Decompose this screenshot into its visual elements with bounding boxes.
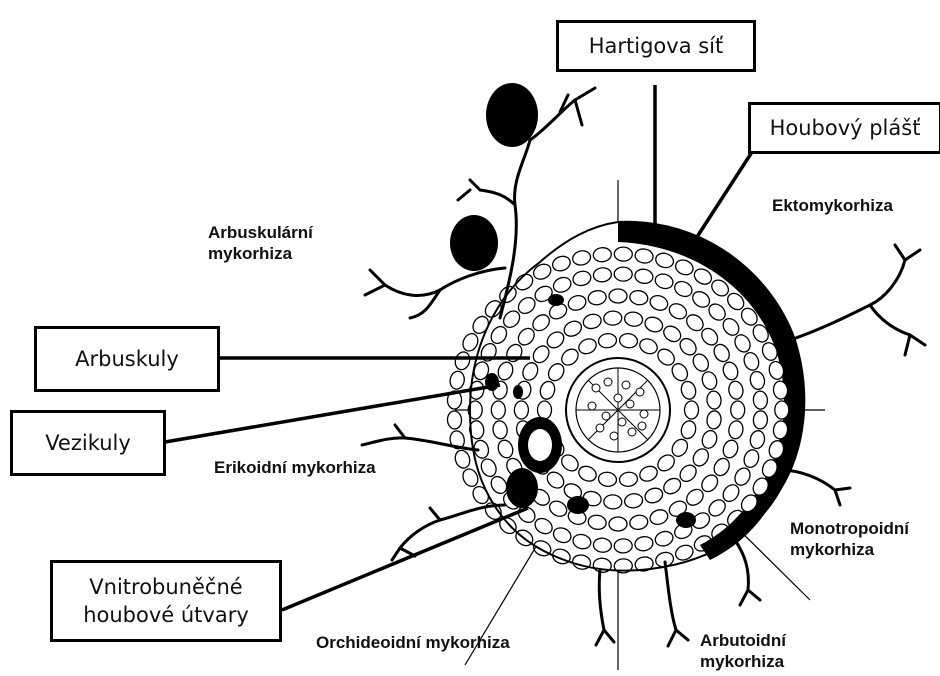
cortex-cell [447,411,462,430]
orchideoidni-text: Orchideoidní mykorhiza [316,632,510,653]
monotropoidni-line2: mykorhiza [790,539,909,560]
stele-vessel [622,381,630,389]
arbuskularni-line1: Arbuskulární [208,222,313,243]
sector-label-monotropoidni: Monotropoidní mykorhiza [790,518,909,561]
hartigova-sit-label: Hartigova síť [589,32,724,60]
label-box-vezikuly: Vezikuly [10,410,166,476]
cortex-cell [453,350,472,371]
vnitrobunecne-line2: houbové útvary [83,601,249,629]
stele-vessel [628,428,636,436]
arbuskuly-label: Arbuskuly [75,345,179,373]
vesicles [450,83,538,271]
stele-vessel [604,378,612,386]
arbutoidni-line1: Arbutoidní [700,630,786,651]
houbovy-plast-label: Houbový plášť [770,114,921,142]
stele-vessel [638,422,646,430]
stele-vessel [596,424,604,432]
cortex-cell [453,448,472,469]
stele-vessel [626,400,634,408]
stele-vessel [610,432,618,440]
sector-label-arbuskularni: Arbuskulární mykorhiza [208,222,313,265]
cortex-cell [449,370,466,390]
cortex-cell [753,391,768,410]
arbutoidni-line2: mykorhiza [700,651,786,672]
label-box-arbuskuly: Arbuskuly [34,326,220,392]
cortex-cell [775,401,789,419]
ektomykorhiza-text: Ektomykorhiza [772,195,893,216]
sector-label-ektomykorhiza: Ektomykorhiza [772,195,893,216]
vnitrobunecne-line1: Vnitrobuněčné [89,573,242,601]
stele-spokes [576,368,660,452]
blob-inner [528,429,552,461]
stele-vessel [602,412,610,420]
stele-vessel [640,410,648,418]
stele-vessel [618,418,626,426]
stele-vessel [636,388,644,396]
label-box-houbovy-plast: Houbový plášť [748,102,940,154]
monotropoidni-line1: Monotropoidní [790,518,909,539]
sector-label-arbutoidni: Arbutoidní mykorhiza [700,630,786,673]
erikoidni-text: Erikoidní mykorhiza [214,457,376,478]
label-box-vnitrobunecne: Vnitrobuněčné houbové útvary [50,560,282,642]
vezikuly-label: Vezikuly [45,429,131,457]
stele-vessel [588,402,596,410]
label-box-hartigova-sit: Hartigova síť [556,20,756,72]
sector-label-erikoidni: Erikoidní mykorhiza [214,457,376,478]
stele-vessel [614,394,622,402]
stele-vessel [592,384,600,392]
cortex-cell [753,410,768,429]
cortex-cell [460,331,480,353]
sector-label-orchideoidni: Orchideoidní mykorhiza [316,632,510,653]
arbuskularni-line2: mykorhiza [208,243,313,264]
